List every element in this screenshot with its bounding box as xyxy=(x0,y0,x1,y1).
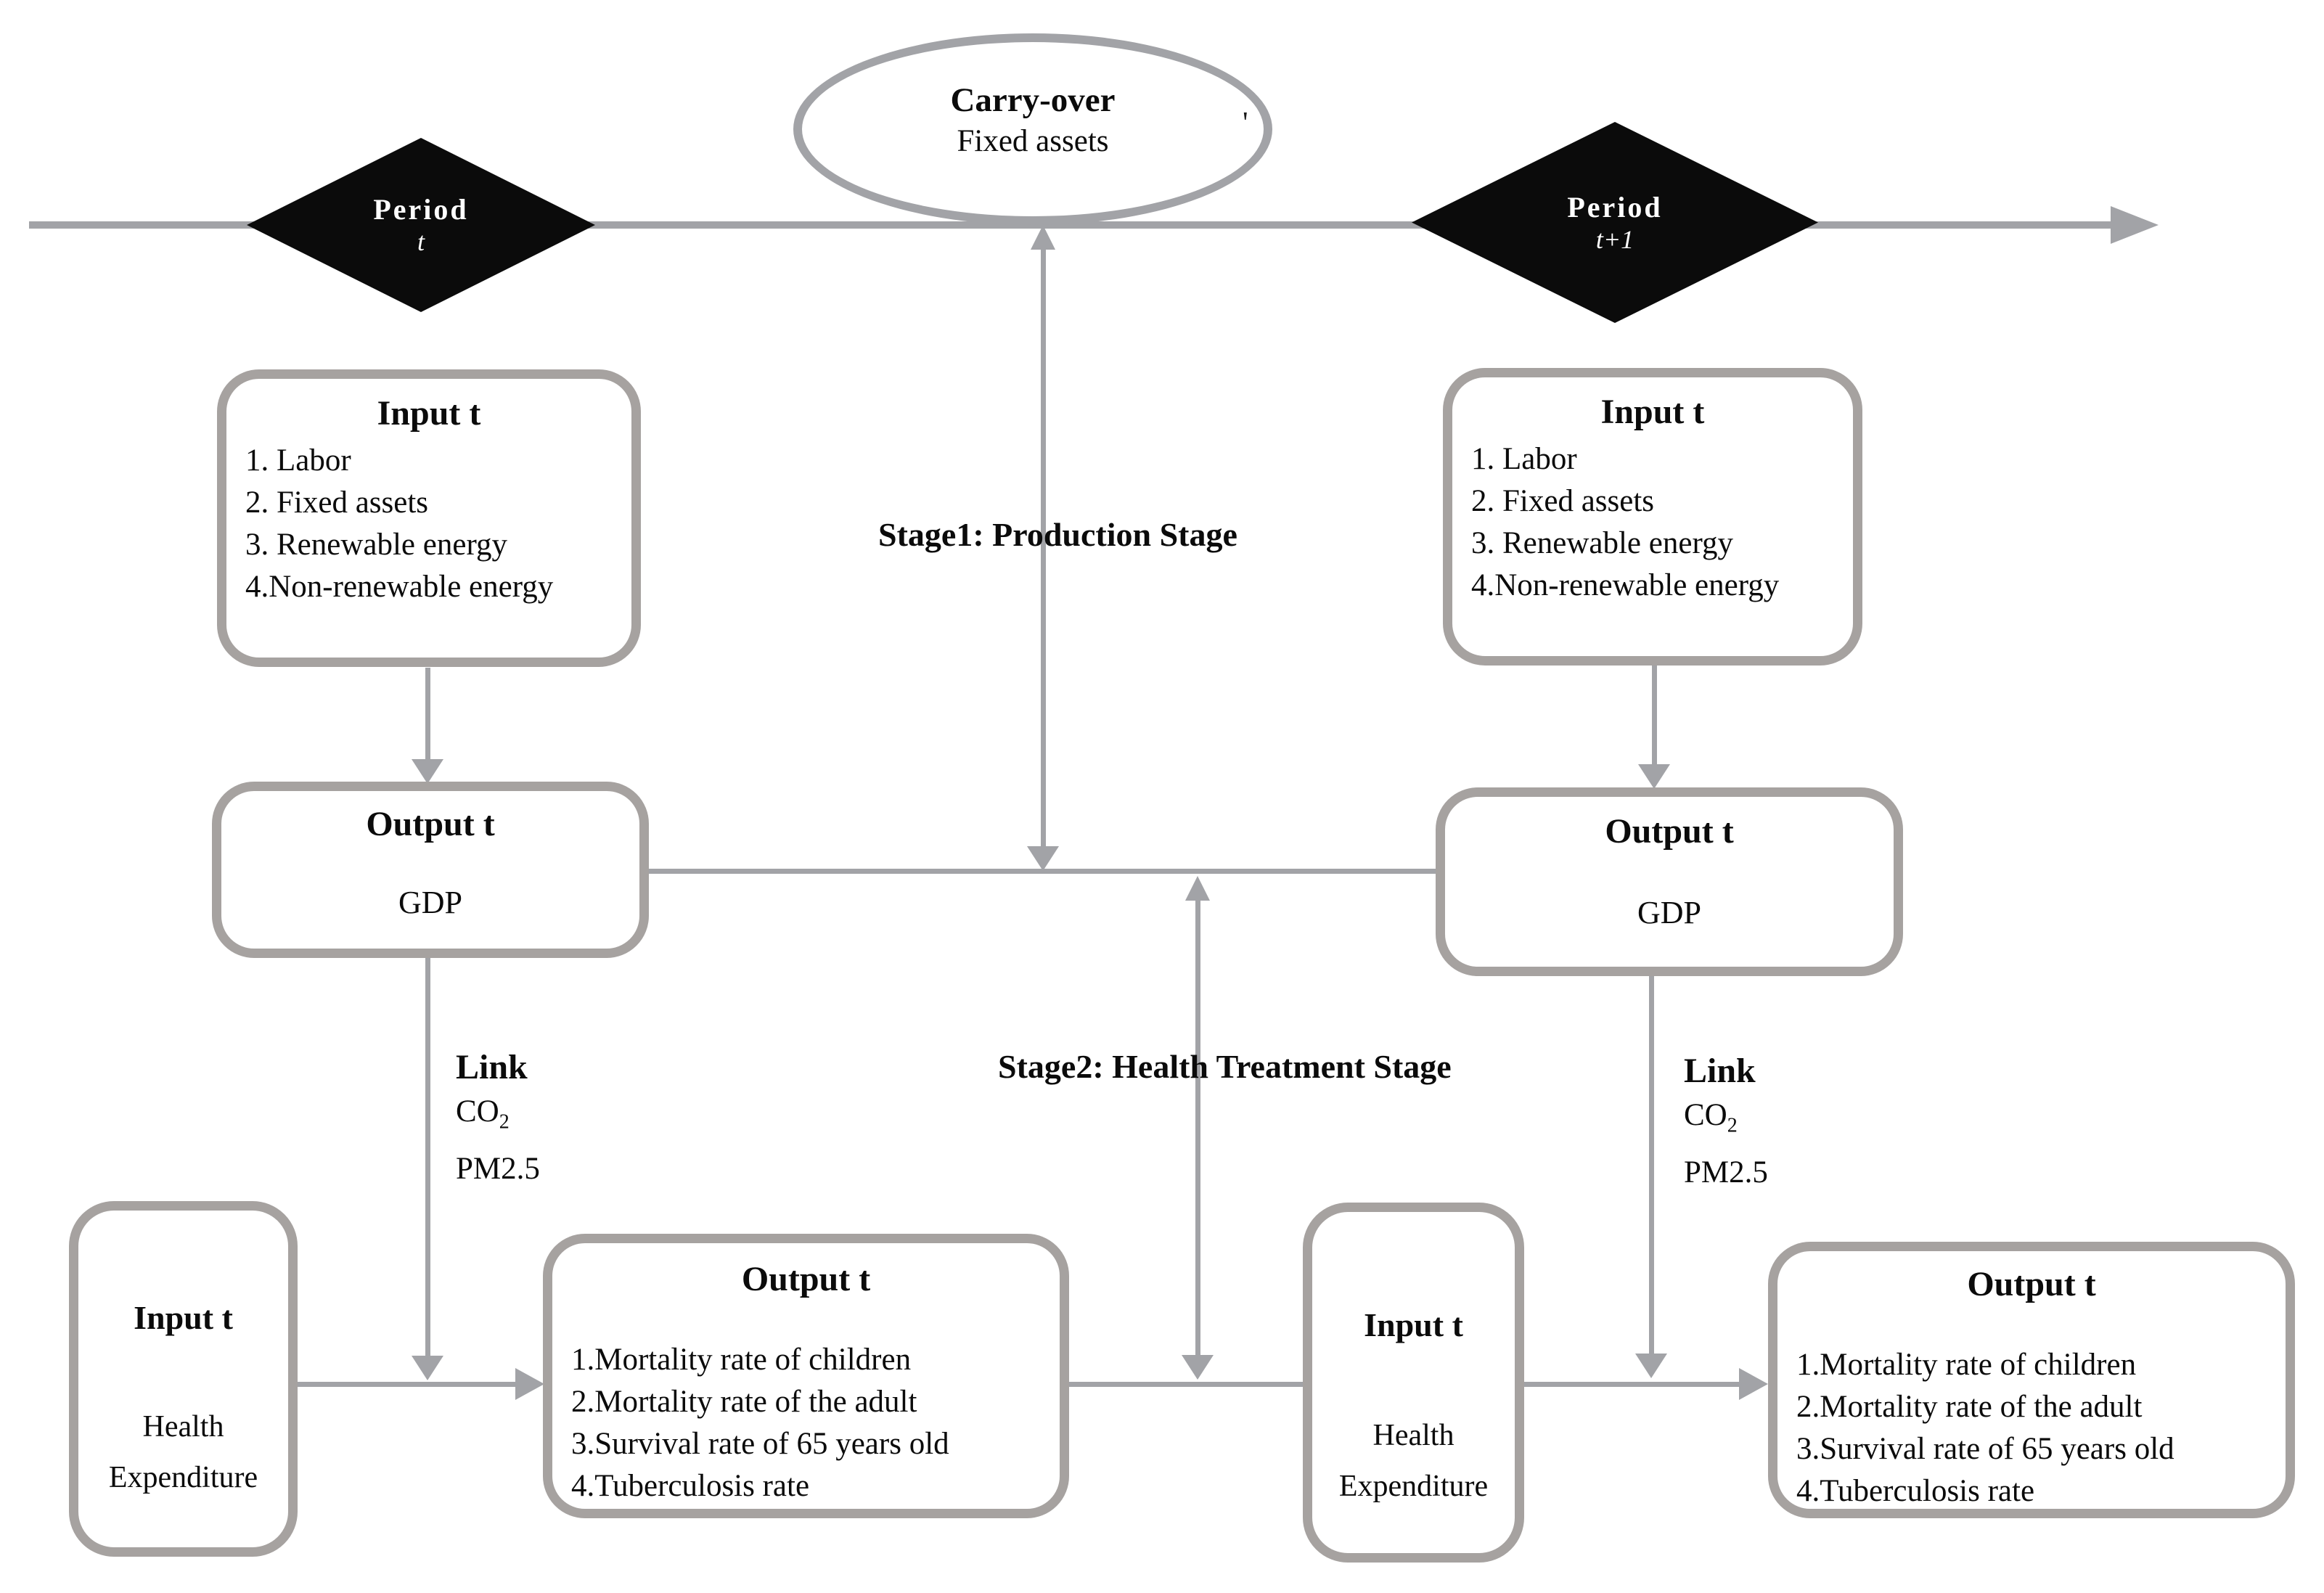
output-gdp-box-left: Output t GDP xyxy=(212,782,649,958)
stage1-arrow-line xyxy=(1041,248,1046,848)
co2-subscript: 2 xyxy=(499,1110,510,1134)
link-left-pm25-label: PM2.5 xyxy=(456,1151,540,1186)
health-connector-left-arrowhead-icon xyxy=(515,1368,544,1400)
list-item: 4.Non-renewable energy xyxy=(245,570,554,604)
period-t1-diamond: Period t+1 xyxy=(1412,122,1818,323)
period-t-sub: t xyxy=(417,227,425,256)
list-item: 2.Mortality rate of the adult xyxy=(1796,1390,2143,1424)
stage2-arrowhead-down-icon xyxy=(1182,1355,1214,1380)
output-gdp-right-title: Output t xyxy=(1605,812,1734,851)
list-item: 2. Fixed assets xyxy=(1471,484,1655,518)
period-t1-sub: t+1 xyxy=(1595,224,1634,254)
list-item: 1. Labor xyxy=(245,443,351,478)
list-item: 4.Tuberculosis rate xyxy=(571,1469,810,1503)
health-connector-right-line xyxy=(1524,1382,1739,1387)
health-connector-left-line xyxy=(298,1382,515,1387)
stage1-arrowhead-up-icon xyxy=(1031,225,1055,250)
health-line: Health xyxy=(1372,1419,1454,1452)
link-left-arrowhead-icon xyxy=(412,1356,443,1380)
output-health-right-title: Output t xyxy=(1967,1265,2096,1303)
health-connector-mid-line xyxy=(1069,1382,1303,1387)
stage1-label: Stage1: Production Stage xyxy=(878,516,1237,553)
link-right-co2-label: CO2 xyxy=(1684,1092,1768,1150)
input-to-output-right-arrowhead-icon xyxy=(1638,764,1670,789)
expenditure-line: Expenditure xyxy=(1338,1470,1489,1503)
list-item: 1. Labor xyxy=(1471,442,1577,476)
output-gdp-box-right: Output t GDP xyxy=(1436,787,1903,976)
co2-text: CO xyxy=(456,1094,499,1129)
output-health-left-title: Output t xyxy=(741,1260,871,1298)
input-health-left-title: Input t xyxy=(134,1299,233,1336)
co2-subscript: 2 xyxy=(1727,1114,1738,1137)
carryover-subtitle: Fixed assets xyxy=(957,124,1109,158)
input-box-right: Input t 1. Labor 2. Fixed assets 3. Rene… xyxy=(1443,368,1862,666)
input-to-output-right-line xyxy=(1652,666,1657,764)
input-box-left-title: Input t xyxy=(377,394,481,433)
list-item: 3. Renewable energy xyxy=(1471,526,1733,560)
input-health-box-left: Input t Health Expenditure xyxy=(69,1201,298,1557)
link-right-line xyxy=(1649,976,1654,1354)
list-item: 2.Mortality rate of the adult xyxy=(571,1385,917,1419)
input-to-output-left-line xyxy=(425,668,430,759)
list-item: 4.Tuberculosis rate xyxy=(1796,1474,2035,1508)
link-right-arrowhead-icon xyxy=(1635,1354,1667,1378)
input-box-left: Input t 1. Labor 2. Fixed assets 3. Rene… xyxy=(217,369,641,667)
input-health-mid-title: Input t xyxy=(1364,1306,1463,1343)
stray-mark: ' xyxy=(1243,107,1248,140)
output-gdp-left-title: Output t xyxy=(366,805,495,843)
list-item: 4.Non-renewable energy xyxy=(1471,568,1780,602)
gdp-value: GDP xyxy=(398,885,463,920)
link-left-title: Link xyxy=(456,1048,528,1086)
period-t-diamond: Period t xyxy=(247,138,595,312)
health-connector-right-arrowhead-icon xyxy=(1739,1368,1768,1400)
list-item: 1.Mortality rate of children xyxy=(1796,1348,2137,1382)
stage2-arrowhead-up-icon xyxy=(1185,876,1210,901)
input-to-output-left-arrowhead-icon xyxy=(412,759,443,784)
link-right-title: Link xyxy=(1684,1052,1756,1090)
link-left-line xyxy=(425,958,430,1356)
gdp-connector-line xyxy=(649,869,1436,874)
list-item: 3. Renewable energy xyxy=(245,528,507,562)
input-health-box-mid: Input t Health Expenditure xyxy=(1303,1203,1524,1563)
link-left-co2-label: CO2 xyxy=(456,1089,540,1146)
list-item: 3.Survival rate of 65 years old xyxy=(571,1427,949,1461)
gdp-value: GDP xyxy=(1637,895,1702,930)
expenditure-line: Expenditure xyxy=(108,1461,258,1494)
health-line: Health xyxy=(142,1410,224,1443)
list-item: 3.Survival rate of 65 years old xyxy=(1796,1432,2174,1466)
period-t-label: Period xyxy=(373,193,469,226)
stage2-label: Stage2: Health Treatment Stage xyxy=(998,1048,1452,1085)
carryover-ellipse: Carry-over Fixed assets xyxy=(793,33,1272,225)
input-box-right-title: Input t xyxy=(1600,393,1705,431)
list-item: 2. Fixed assets xyxy=(245,486,429,520)
timeline-line xyxy=(29,221,2111,229)
output-health-box-left: Output t 1.Mortality rate of children 2.… xyxy=(543,1234,1069,1518)
stage2-arrow-line xyxy=(1195,899,1200,1355)
carryover-title: Carry-over xyxy=(950,81,1116,119)
timeline-arrowhead-icon xyxy=(2111,206,2159,244)
output-health-box-right: Output t 1.Mortality rate of children 2.… xyxy=(1768,1242,2295,1518)
period-t1-label: Period xyxy=(1567,190,1663,224)
co2-text: CO xyxy=(1684,1098,1727,1132)
list-item: 1.Mortality rate of children xyxy=(571,1343,912,1377)
link-right-pm25-label: PM2.5 xyxy=(1684,1155,1768,1189)
stage1-arrowhead-down-icon xyxy=(1027,846,1059,871)
